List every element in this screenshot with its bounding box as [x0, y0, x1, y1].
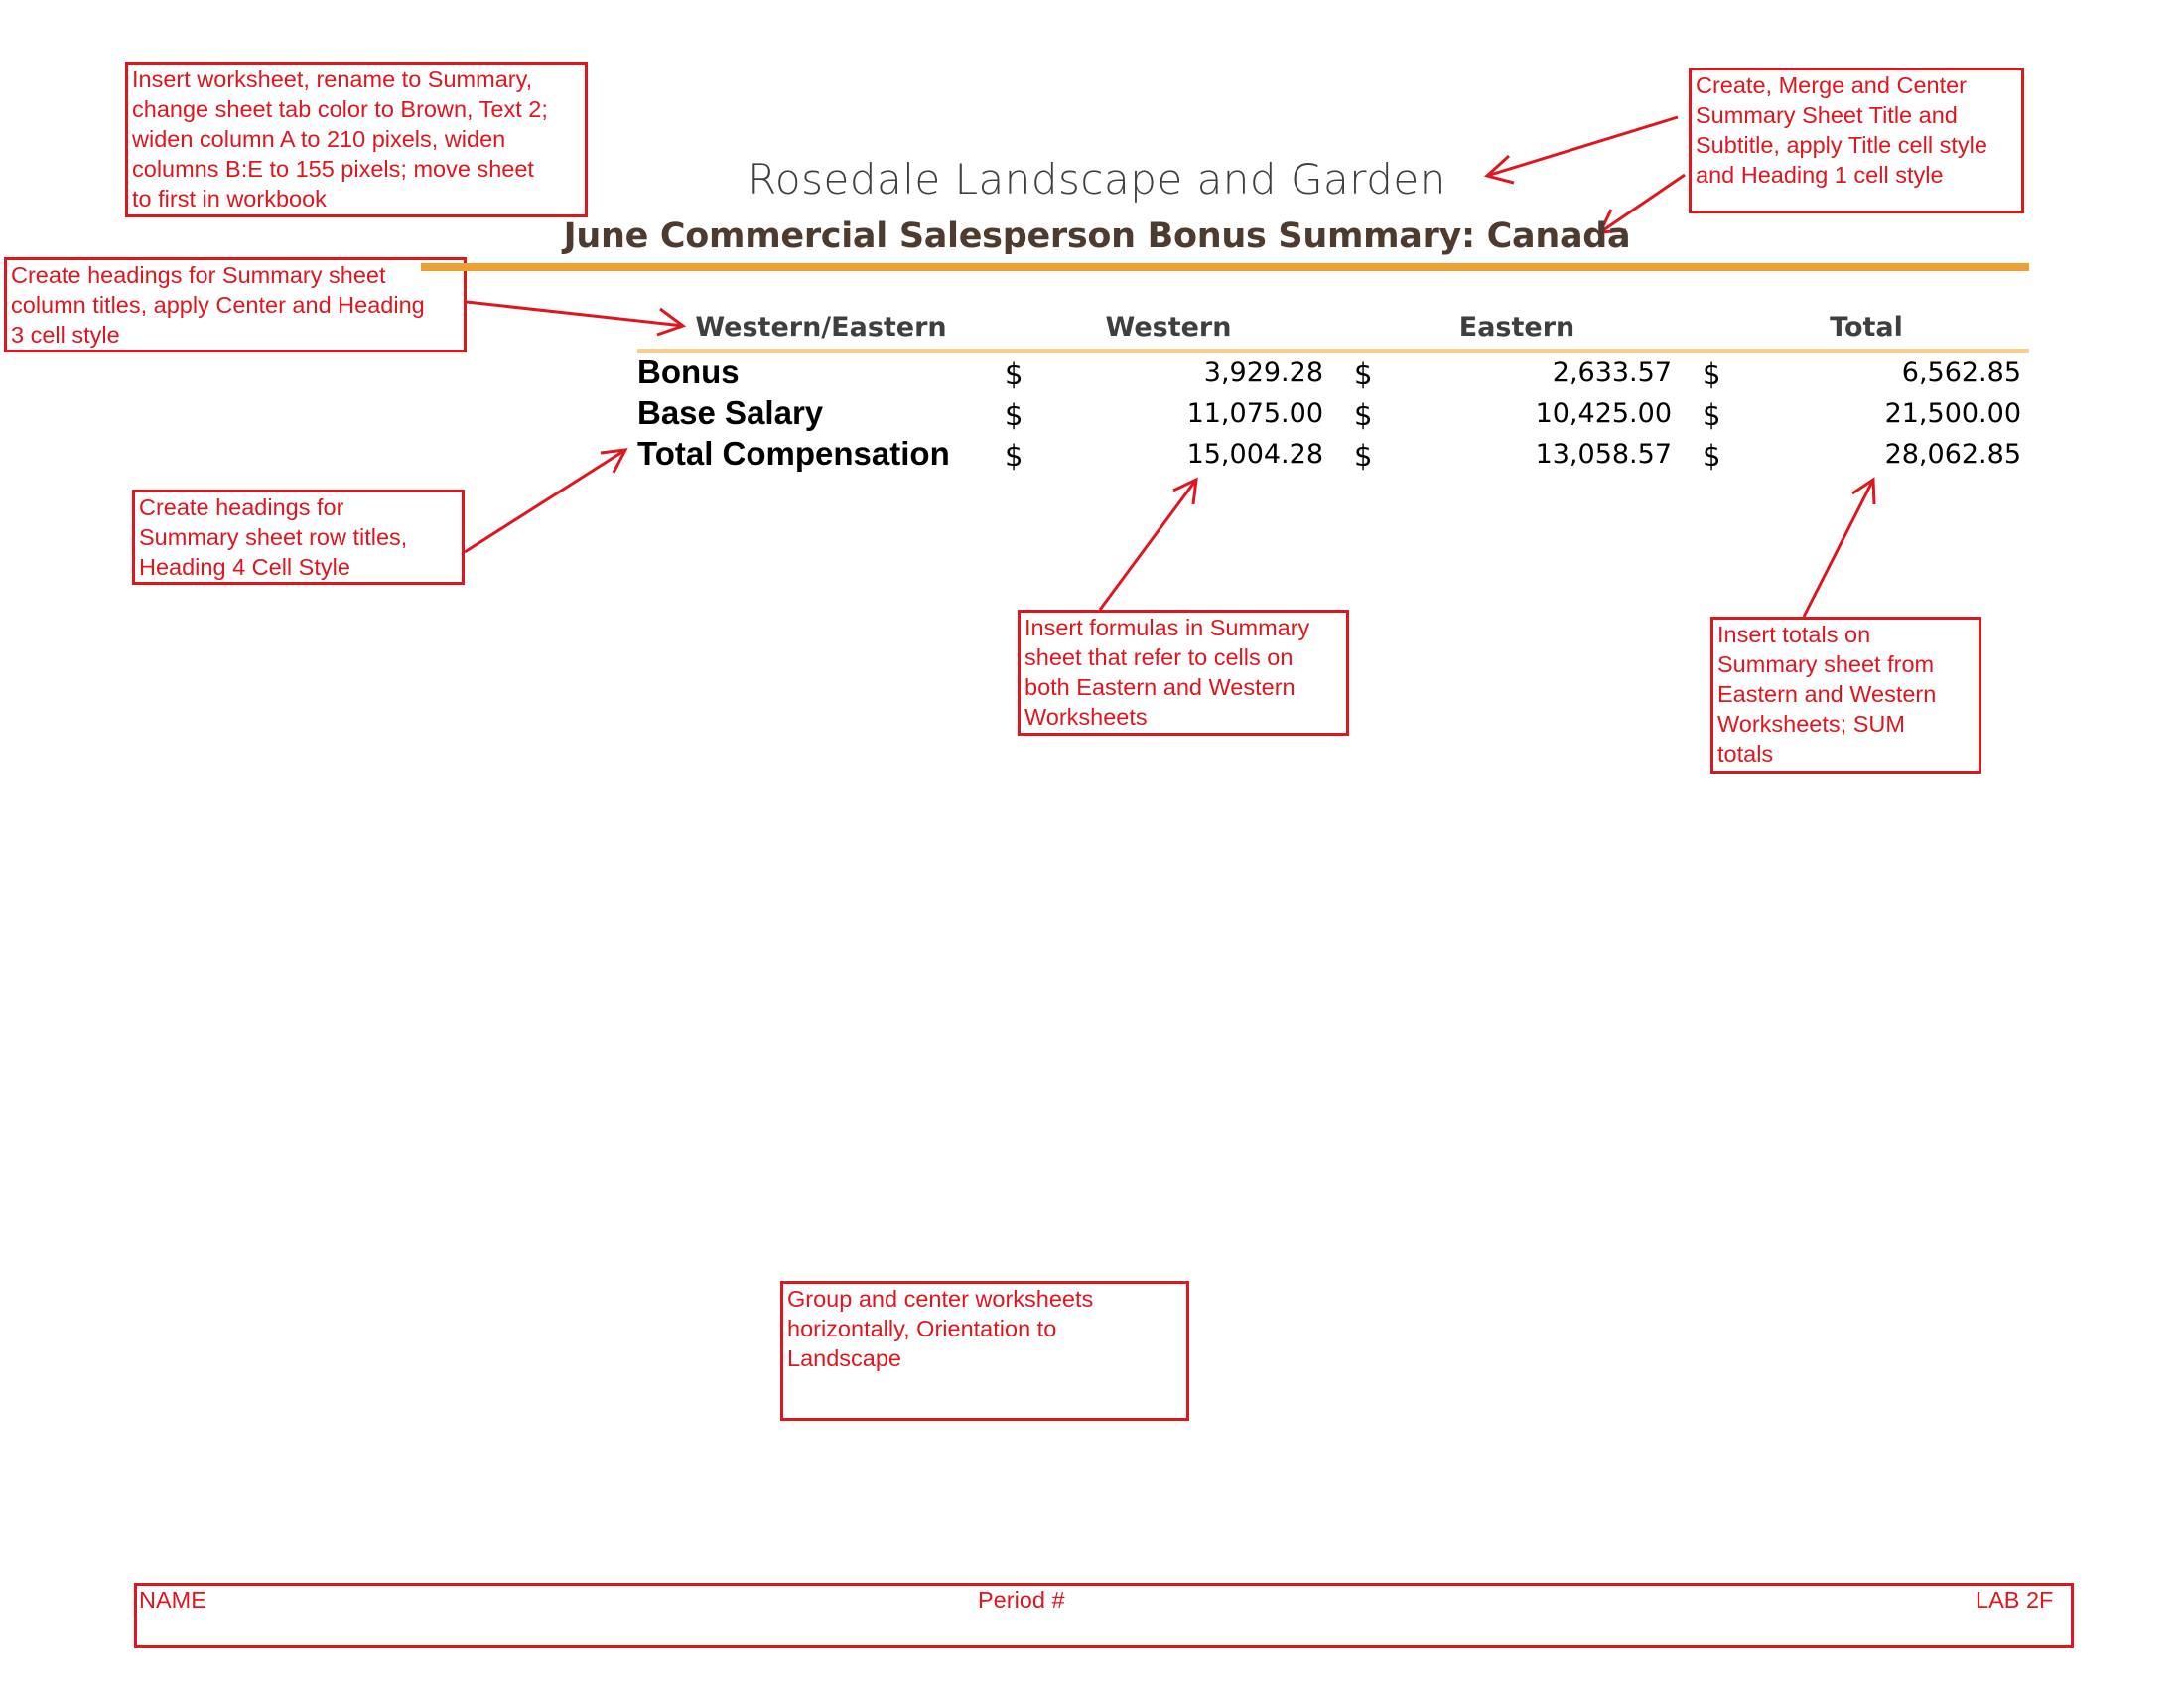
currency-symbol: $	[1354, 398, 1373, 432]
cell-bonus-total: 6,562.85	[1901, 357, 2021, 388]
footer-name: NAME	[139, 1587, 206, 1613]
title-rule	[421, 263, 2029, 271]
annotation-insert-worksheet: Insert worksheet, rename to Summary, cha…	[125, 62, 588, 217]
sheet-subtitle: June Commercial Salesperson Bonus Summar…	[563, 216, 1631, 256]
annotation-row-headings: Create headings for Summary sheet row ti…	[132, 490, 465, 585]
column-header-rule	[637, 349, 2029, 353]
arrow-to-row-headings	[464, 448, 626, 554]
cell-base-salary-total: 21,500.00	[1884, 398, 2021, 429]
arrow-to-formulas	[1098, 479, 1198, 611]
currency-symbol: $	[1005, 398, 1024, 432]
column-header-western-eastern: Western/Eastern	[695, 312, 947, 343]
column-header-western: Western	[1105, 312, 1232, 343]
cell-base-salary-eastern: 10,425.00	[1535, 398, 1672, 429]
arrow-to-title	[1486, 115, 1679, 178]
arrow-to-column-headings	[466, 300, 684, 328]
column-header-total: Total	[1830, 312, 1903, 343]
arrow-to-subtitle	[1599, 173, 1686, 234]
footer-lab: LAB 2F	[1976, 1587, 2054, 1613]
row-title-base-salary: Base Salary	[637, 394, 824, 431]
currency-symbol: $	[1005, 439, 1024, 473]
annotation-insert-totals: Insert totals on Summary sheet from East…	[1710, 617, 1981, 774]
footer-period: Period #	[978, 1587, 1065, 1613]
currency-symbol: $	[1703, 398, 1721, 432]
cell-bonus-western: 3,929.28	[1203, 357, 1323, 388]
currency-symbol: $	[1354, 357, 1373, 391]
currency-symbol: $	[1703, 357, 1721, 391]
cell-base-salary-western: 11,075.00	[1186, 398, 1323, 429]
annotation-create-title: Create, Merge and Center Summary Sheet T…	[1689, 68, 2024, 213]
currency-symbol: $	[1005, 357, 1024, 391]
cell-total-compensation-total: 28,062.85	[1884, 439, 2021, 470]
annotation-insert-formulas: Insert formulas in Summary sheet that re…	[1018, 610, 1349, 736]
currency-symbol: $	[1703, 439, 1721, 473]
cell-bonus-eastern: 2,633.57	[1552, 357, 1672, 388]
sheet-title: Rosedale Landscape and Garden	[748, 155, 1446, 204]
cell-total-compensation-eastern: 13,058.57	[1535, 439, 1672, 470]
column-header-eastern: Eastern	[1458, 312, 1575, 343]
arrow-to-totals	[1802, 479, 1875, 618]
annotation-column-headings: Create headings for Summary sheet column…	[4, 257, 467, 352]
cell-total-compensation-western: 15,004.28	[1186, 439, 1323, 470]
annotation-group-center: Group and center worksheets horizontally…	[780, 1281, 1189, 1421]
row-title-bonus: Bonus	[637, 353, 740, 390]
footer-box	[134, 1583, 2074, 1648]
currency-symbol: $	[1354, 439, 1373, 473]
row-title-total-compensation: Total Compensation	[637, 435, 950, 472]
